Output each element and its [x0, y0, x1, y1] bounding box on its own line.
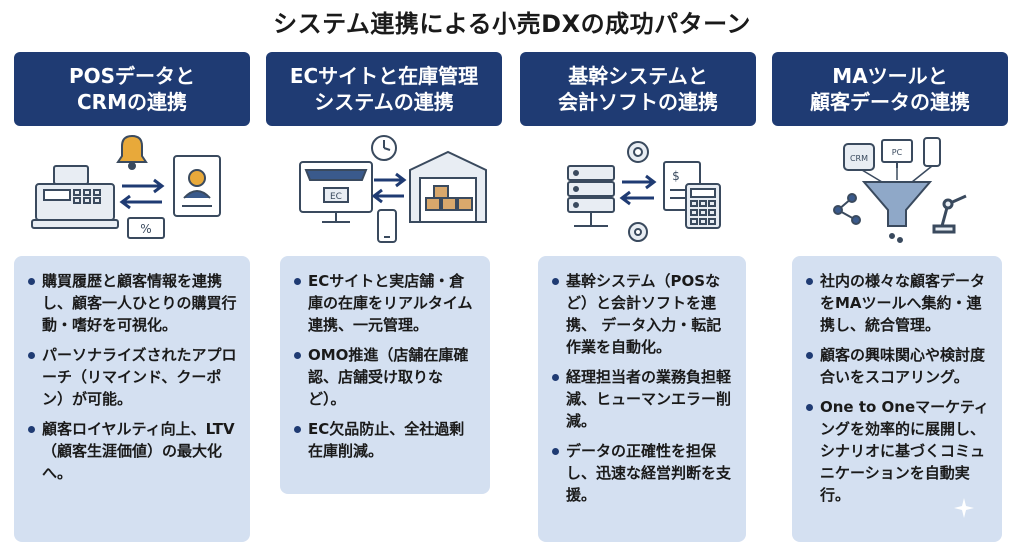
column-heading: POSデータと CRMの連携 [68, 63, 196, 114]
svg-text:EC: EC [330, 192, 342, 202]
coupon-icon: % [127, 217, 165, 239]
column-header: MAツールと 顧客データの連携 [772, 52, 1008, 126]
bullet-item: ECサイトと実店舗・倉庫の在庫をリアルタイム連携、一元管理。 [294, 270, 478, 336]
svg-text:$: $ [672, 169, 680, 183]
funnel-icon [861, 181, 933, 243]
warehouse-icon [409, 150, 487, 223]
smartphone-icon [923, 137, 941, 167]
gear-icon [627, 141, 649, 242]
bullet-item: パーソナライズされたアプローチ（リマインド、クーポン）が可能。 [28, 344, 238, 410]
svg-text:CRM: CRM [850, 154, 868, 163]
column-illustration: EC [266, 126, 502, 250]
crm-database-icon: CRM [843, 143, 875, 171]
exchange-arrows-icon [371, 172, 407, 204]
bullet-item: 顧客ロイヤルティ向上、LTV（顧客生涯価値）の最大化へ。 [28, 418, 238, 484]
svg-text:PC: PC [892, 148, 903, 157]
column-core-accounting: 基幹システムと 会計ソフトの連携 $ [520, 52, 756, 542]
network-icon [833, 193, 861, 225]
bullet-item: 顧客の興味関心や検討度合いをスコアリング。 [806, 344, 990, 388]
bullet-item: OMO推進（店舗在庫確認、店舗受け取りなど）。 [294, 344, 478, 410]
column-ma-customer: MAツールと 顧客データの連携 CRM PC [772, 52, 1008, 542]
column-panel: 購買履歴と顧客情報を連携し、顧客一人ひとりの購買行動・嗜好を可視化。 パーソナラ… [14, 256, 250, 542]
exchange-arrows-icon [619, 174, 657, 206]
bullet-item: One to Oneマーケティングを効率的に展開し、シナリオに基づくコミュニケー… [806, 396, 990, 506]
column-heading: ECサイトと在庫管理 システムの連携 [289, 63, 479, 114]
column-header: ECサイトと在庫管理 システムの連携 [266, 52, 502, 126]
column-illustration: % [14, 126, 250, 250]
clock-icon [371, 135, 397, 161]
bullet-item: データの正確性を担保し、迅速な経営判断を支援。 [552, 440, 734, 506]
bell-icon [116, 134, 148, 170]
ec-monitor-icon: EC [299, 161, 373, 223]
smartphone-icon [377, 209, 397, 243]
column-heading: MAツールと 顧客データの連携 [810, 63, 970, 114]
pos-register-icon [31, 165, 119, 229]
column-header: POSデータと CRMの連携 [14, 52, 250, 126]
page-title: システム連携による小売DXの成功パターン [273, 10, 751, 38]
svg-text:%: % [140, 222, 151, 236]
customer-profile-icon [173, 155, 221, 217]
bullet-item: EC欠品防止、全社過剰在庫削減。 [294, 418, 478, 462]
column-panel: 基幹システム（POSなど）と会計ソフトを連携、 データ入力・転記作業を自動化。 … [538, 256, 746, 542]
calculator-icon [685, 183, 721, 229]
column-header: 基幹システムと 会計ソフトの連携 [520, 52, 756, 126]
pc-icon: PC [881, 139, 913, 168]
bullet-item: 社内の様々な顧客データをMAツールへ集約・連携し、統合管理。 [806, 270, 990, 336]
column-illustration: $ [520, 126, 756, 250]
exchange-arrows-icon [119, 178, 165, 210]
column-panel: 社内の様々な顧客データをMAツールへ集約・連携し、統合管理。 顧客の興味関心や検… [792, 256, 1002, 542]
column-ec-inventory: ECサイトと在庫管理 システムの連携 EC [266, 52, 502, 494]
column-illustration: CRM PC [772, 126, 1008, 250]
bullet-item: 基幹システム（POSなど）と会計ソフトを連携、 データ入力・転記作業を自動化。 [552, 270, 734, 358]
bullet-item: 経理担当者の業務負担軽減、ヒューマンエラー削減。 [552, 366, 734, 432]
column-heading: 基幹システムと 会計ソフトの連携 [558, 63, 718, 114]
bullet-item: 購買履歴と顧客情報を連携し、顧客一人ひとりの購買行動・嗜好を可視化。 [28, 270, 238, 336]
sparkle-icon [954, 498, 974, 518]
server-icon [567, 165, 615, 227]
connector-lines [861, 165, 933, 183]
column-panel: ECサイトと実店舗・倉庫の在庫をリアルタイム連携、一元管理。 OMO推進（店舗在… [280, 256, 490, 494]
column-pos-crm: POSデータと CRMの連携 [14, 52, 250, 542]
robot-arm-icon [932, 194, 967, 234]
